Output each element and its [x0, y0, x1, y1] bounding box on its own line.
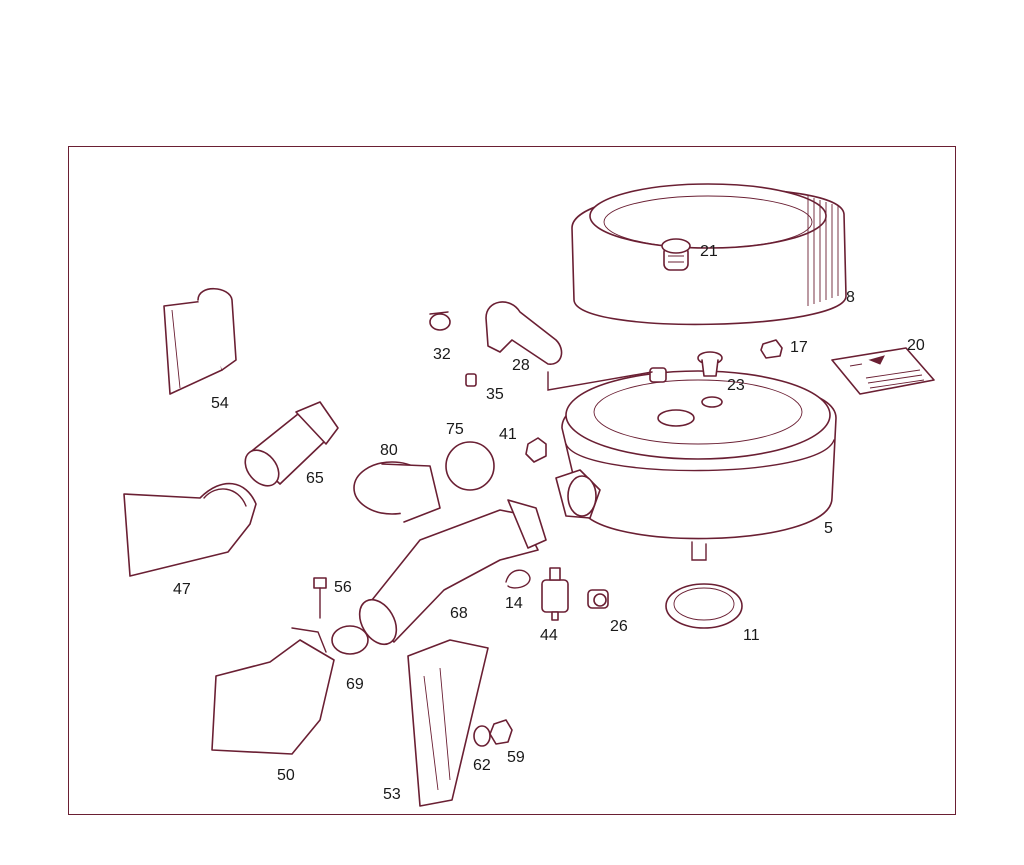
- part-47-air-duct: [123, 482, 257, 577]
- part-28-hose: [485, 301, 563, 365]
- callout-65: 65: [306, 470, 324, 487]
- part-20-label: [831, 347, 935, 395]
- part-56-bolt: [313, 577, 327, 619]
- part-44-valve: [541, 567, 569, 621]
- part-62-washer: [473, 725, 491, 747]
- part-11-seal: [665, 583, 743, 629]
- diagram-frame: [68, 146, 956, 815]
- callout-21: 21: [700, 243, 718, 260]
- part-65-intake-pipe: [244, 401, 339, 487]
- callout-26: 26: [610, 618, 628, 635]
- callout-44: 44: [540, 627, 558, 644]
- callout-28: 28: [512, 357, 530, 374]
- part-5-housing: [547, 367, 837, 561]
- part-14-clip: [505, 569, 531, 589]
- part-69-clamp: [331, 625, 369, 655]
- callout-41: 41: [499, 426, 517, 443]
- callout-11: 11: [743, 627, 760, 644]
- part-8-filter-element: [571, 183, 847, 326]
- part-50-inlet-duct: [211, 627, 335, 755]
- callout-50: 50: [277, 767, 295, 784]
- callout-68: 68: [450, 605, 468, 622]
- callout-56: 56: [334, 579, 352, 596]
- part-68-pipe: [358, 499, 547, 646]
- callout-23: 23: [727, 377, 745, 394]
- callout-80: 80: [380, 442, 398, 459]
- callout-47: 47: [173, 581, 191, 598]
- callout-32: 32: [433, 346, 451, 363]
- part-17-nut: [760, 339, 783, 359]
- callout-54: 54: [211, 395, 229, 412]
- part-23-knob: [697, 351, 723, 377]
- callout-5: 5: [824, 520, 833, 537]
- callout-14: 14: [505, 595, 523, 612]
- callout-75: 75: [446, 421, 464, 438]
- part-35-plug: [465, 373, 477, 387]
- part-21-cap: [661, 238, 691, 271]
- callout-35: 35: [486, 386, 504, 403]
- callout-59: 59: [507, 749, 525, 766]
- part-53-air-guide: [407, 639, 489, 807]
- part-75-clamp: [445, 441, 495, 491]
- part-41-nut: [525, 437, 547, 463]
- callout-62: 62: [473, 757, 491, 774]
- part-59-nut: [489, 719, 513, 745]
- part-26-sensor: [587, 589, 609, 609]
- callout-20: 20: [907, 337, 925, 354]
- callout-69: 69: [346, 676, 364, 693]
- callout-17: 17: [790, 339, 808, 356]
- callout-53: 53: [383, 786, 401, 803]
- part-54-bracket: [163, 287, 237, 395]
- part-80-sleeve: [353, 461, 441, 523]
- part-32-clamp: [429, 311, 451, 331]
- callout-8: 8: [846, 289, 855, 306]
